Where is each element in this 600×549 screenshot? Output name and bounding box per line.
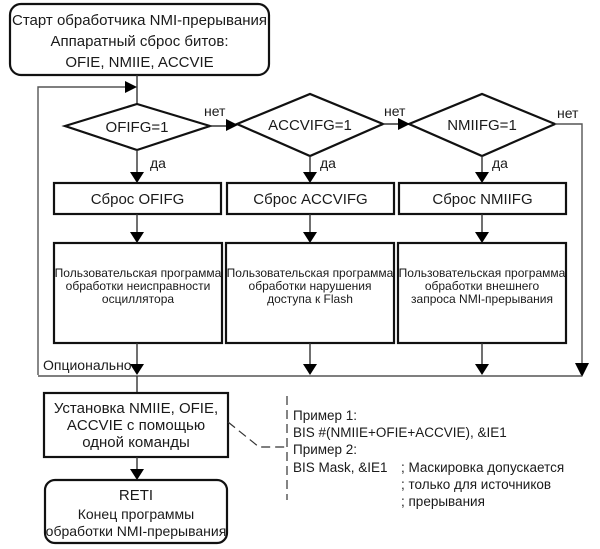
accvifg-yes-label: да [320, 155, 336, 171]
reset-accvifg-label: Сброс ACCVIFG [253, 191, 367, 208]
arrowhead-ofifg-yes [130, 172, 144, 183]
user-program-2-line-2: обработки нарушения [249, 279, 372, 293]
ofifg-no-label: нет [204, 103, 226, 119]
reset-ofifg-label: Сброс OFIFG [91, 191, 185, 208]
nmiifg-yes-label: да [492, 155, 508, 171]
loop-back-rail [37, 86, 128, 375]
decision-accvifg-label: ACCVIFG=1 [268, 117, 352, 134]
end-line-1: Конец программы [78, 506, 195, 522]
user-program-flash-access: Пользовательская программа обработки нар… [224, 241, 396, 345]
arrowhead-ofifg-no [226, 119, 238, 131]
end-title: RETI [119, 487, 153, 504]
user-program-3-line-3: запроса NMI-прерывания [411, 292, 553, 306]
user-program-external-nmi: Пользовательская программа обработки вне… [396, 241, 568, 345]
start-line-3: OFIE, NMIIE, ACCVIE [65, 54, 213, 71]
example-1-code: BIS #(NMIIE+OFIE+ACCVIE), &IE1 [293, 425, 507, 440]
set-box-line-2: ACCVIE с помощью [67, 417, 205, 434]
decision-nmiifg-label: NMIIFG=1 [447, 117, 517, 134]
arrowhead-nmiifg-yes [475, 172, 489, 183]
decision-ofifg-label: OFIFG=1 [106, 119, 169, 136]
comment-line-3: ; прерывания [401, 494, 485, 509]
set-box-line-3: одной команды [82, 434, 189, 451]
comment-line-2: ; только для источников [401, 477, 551, 492]
arrowhead-accvifg-no [398, 118, 410, 130]
accvifg-no-label: нет [384, 103, 406, 119]
user-program-3-line-1: Пользовательская программа [399, 266, 566, 280]
annotation: Пример 1: BIS #(NMIIE+OFIE+ACCVIE), &IE1… [293, 408, 564, 509]
arrowhead-accvifg-yes [303, 172, 317, 183]
example-2-title: Пример 2: [293, 442, 357, 457]
arrowhead-end [130, 469, 144, 480]
ofifg-yes-label: да [150, 155, 166, 171]
arrowhead-program-3 [475, 232, 489, 243]
annotation-connector [227, 421, 287, 448]
arrowhead-program-1 [130, 232, 144, 243]
set-box-line-1: Установка NMIIE, OFIE, [54, 400, 218, 417]
user-program-1-line-1: Пользовательская программа [55, 266, 222, 280]
loop-back-arrowhead [125, 81, 137, 93]
end-line-2: обработки NMI-прерывания [46, 523, 227, 539]
right-bypass-rail [555, 123, 583, 365]
arrowhead-right-bypass [575, 363, 589, 377]
set-interrupts-box: Установка NMIIE, OFIE, ACCVIE с помощью … [42, 391, 230, 459]
reset-nmiifg-box: Сброс NMIIFG [397, 181, 568, 216]
reset-ofifg-box: Сброс OFIFG [52, 181, 223, 216]
reset-nmiifg-label: Сброс NMIIFG [432, 191, 532, 208]
example-1-title: Пример 1: [293, 408, 357, 423]
user-program-1-line-2: обработки неисправности [66, 279, 211, 293]
decision-ofifg: OFIFG=1 [61, 102, 214, 152]
decision-nmiifg: NMIIFG=1 [406, 92, 558, 158]
arrowhead-program-1-down [130, 364, 144, 375]
arrowhead-program-2-down [303, 364, 317, 375]
arrowhead-program-3-down [475, 364, 489, 375]
user-program-oscillator: Пользовательская программа обработки неи… [52, 241, 224, 345]
end-terminal: RETI Конец программы обработки NMI-преры… [43, 478, 229, 545]
decision-accvifg: ACCVIFG=1 [234, 92, 386, 158]
start-line-2: Аппаратный сброс битов: [50, 33, 228, 50]
nmiifg-no-label: нет [557, 105, 579, 121]
user-program-2-line-3: доступа к Flash [267, 292, 353, 306]
start-terminal: Старт обработчика NMI-прерывания Аппарат… [8, 2, 271, 77]
comment-line-1: ; Маскировка допускается [401, 460, 564, 475]
example-2-code: BIS Mask, &IE1 [293, 460, 388, 475]
start-line-1: Старт обработчика NMI-прерывания [12, 12, 267, 29]
optional-label: Опционально [43, 357, 132, 373]
user-program-1-line-3: осциллятора [102, 292, 174, 306]
reset-accvifg-box: Сброс ACCVIFG [225, 181, 396, 216]
arrowhead-program-2 [303, 232, 317, 243]
user-program-2-line-1: Пользовательская программа [227, 266, 394, 280]
user-program-3-line-2: обработки внешнего [425, 279, 540, 293]
